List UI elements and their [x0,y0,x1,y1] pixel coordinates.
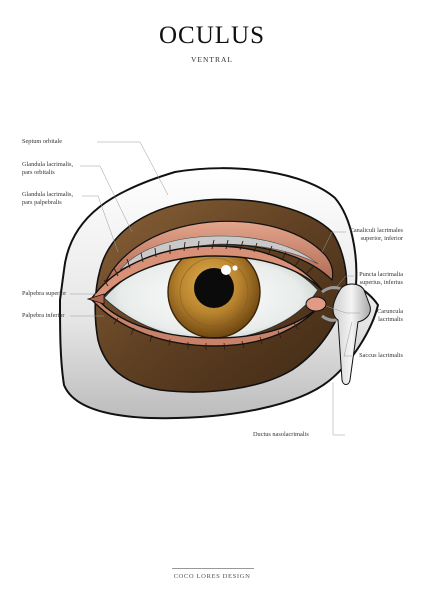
label-puncta-line2: superius, inferius [359,278,403,286]
lateral-canthus [86,293,105,305]
label-saccus: Saccus lacrimalis [359,352,403,359]
label-puncta-line1: Puncta lacrimalia [359,271,403,278]
upper-eyelid-margin [90,245,323,301]
footer-divider [172,568,254,569]
lower-lashes [113,317,299,351]
footer-credit: COCO LORES DESIGN [173,573,251,580]
label-septum-orbitale: Septum orbitale [22,138,63,145]
label-caruncula-line1: Caruncula [377,308,403,315]
highlight-small [232,265,238,271]
upper-lashes [103,239,314,287]
label-ductus: Ductus nasolacrimalis [253,431,309,438]
label-canaliculi: Canaliculi lacrimales superior, inferior [350,227,403,242]
caruncula [305,296,327,312]
label-palpebra-superior: Palpebra superior [22,290,67,297]
iris-ring [179,257,249,327]
label-glandula-orbitalis-line1: Glandula lacrimalis, [22,161,74,168]
pupil [194,268,234,308]
leader-lines-left [70,141,169,317]
label-caruncula: Caruncula lacrimalis [377,308,403,323]
label-glandula-orbitalis: Glandula lacrimalis, pars orbitalis [22,161,73,176]
page-subtitle: VENTRAL [191,55,233,64]
label-puncta: Puncta lacrimalia superius, inferius [359,271,403,286]
label-glandula-palpebralis: Glandula lacrimalis, pars palpebralis [22,191,73,206]
lacrimal-sac [332,283,371,385]
highlight-large [221,265,231,275]
label-canaliculi-line2: superior, inferior [360,234,403,242]
label-canaliculi-line1: Canaliculi lacrimales [349,227,403,234]
label-caruncula-line2: lacrimalis [378,315,403,323]
label-glandula-palpebralis-line2: pars palpebralis [22,198,62,206]
page-title: OCULUS [158,22,265,49]
label-glandula-palpebralis-line1: Glandula lacrimalis, [22,191,74,198]
leader-lines-right [321,231,360,436]
label-palpebra-inferior: Palpebra inferior [22,312,65,319]
label-glandula-orbitalis-line2: pars orbitalis [22,168,55,176]
